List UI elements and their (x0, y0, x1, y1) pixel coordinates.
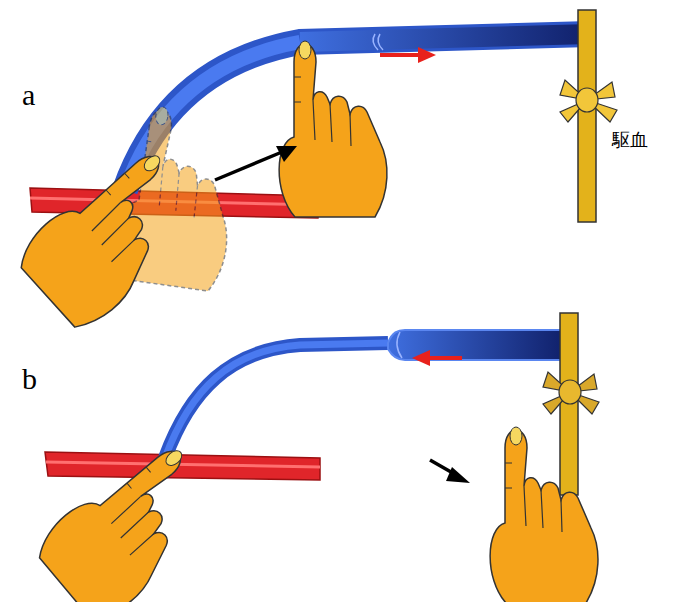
flow-arrow-head (418, 47, 436, 63)
hand (490, 427, 598, 602)
vein (165, 330, 565, 458)
artery (45, 452, 320, 480)
hand (29, 433, 233, 602)
move-arrow-head (276, 146, 297, 162)
flow-arrow (380, 53, 420, 57)
tourniquet (560, 10, 617, 222)
move-arrow (215, 152, 282, 180)
flow-arrow (428, 356, 462, 360)
tourniquet-label: 駆血 (612, 128, 648, 152)
tourniquet (543, 313, 599, 495)
hand (279, 41, 387, 217)
panel-letter: a (22, 78, 35, 112)
flow-arrow-head (412, 350, 430, 366)
hand (11, 138, 214, 336)
move-arrow-head (446, 467, 470, 483)
panel-letter: b (22, 362, 37, 396)
